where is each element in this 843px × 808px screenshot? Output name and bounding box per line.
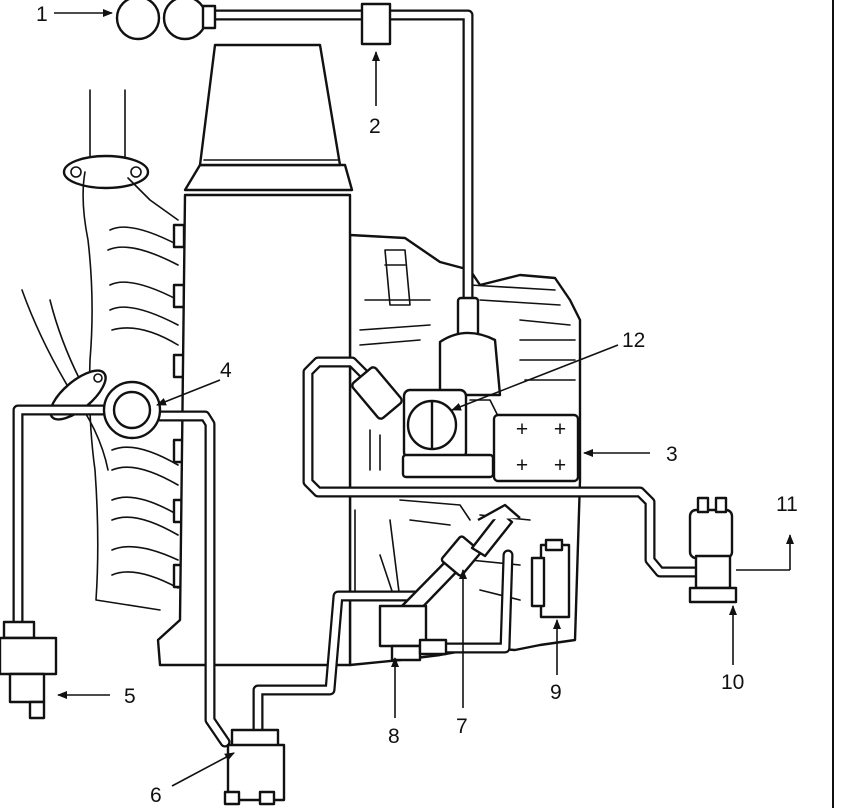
svg-text:+: +	[554, 418, 566, 441]
callout-9: 9	[550, 619, 562, 704]
callout-7: 7	[456, 569, 468, 738]
callout-12: 12	[451, 329, 645, 411]
callout-10-label: 10	[721, 671, 744, 694]
callout-8-label: 8	[388, 725, 400, 748]
air-cleaner-housing	[156, 43, 354, 667]
callout-3-label: 3	[666, 443, 678, 466]
callout-12-label: 12	[622, 329, 645, 352]
callout-9-label: 9	[550, 681, 562, 704]
exhaust-manifold	[21, 89, 186, 611]
angled-valve	[398, 503, 521, 620]
pressure-regulator	[530, 538, 571, 619]
callout-2-label: 2	[369, 115, 381, 138]
callout-11: 11	[776, 493, 798, 516]
callout-11-label: 11	[776, 493, 798, 516]
callout-7-label: 7	[456, 715, 468, 738]
callout-1-label: 1	[36, 3, 48, 26]
lower-left-sensor	[0, 620, 58, 720]
control-module: + + + +	[492, 413, 580, 483]
callout-4-label: 4	[220, 359, 232, 382]
bottom-solenoid	[223, 728, 286, 806]
callout-6-label: 6	[150, 784, 162, 807]
right-solenoid	[688, 496, 794, 604]
egr-valve	[102, 380, 162, 440]
callout-1: 1	[36, 3, 113, 26]
check-valve	[360, 2, 392, 46]
svg-text:+: +	[516, 454, 528, 477]
throttle-body	[351, 296, 502, 479]
callout-4: 4	[156, 359, 232, 406]
vacuum-switch	[378, 604, 448, 662]
callout-6: 6	[150, 752, 235, 807]
vacuum-reservoir	[115, 0, 217, 41]
svg-text:+: +	[516, 418, 528, 441]
callout-5-label: 5	[124, 685, 136, 708]
svg-text:+: +	[554, 454, 566, 477]
callout-2: 2	[369, 51, 381, 138]
vacuum-hoses	[12, 9, 701, 748]
callout-8: 8	[388, 657, 400, 748]
callout-3: 3	[583, 443, 678, 466]
callout-10: 10	[721, 605, 744, 694]
callout-5: 5	[57, 685, 136, 708]
